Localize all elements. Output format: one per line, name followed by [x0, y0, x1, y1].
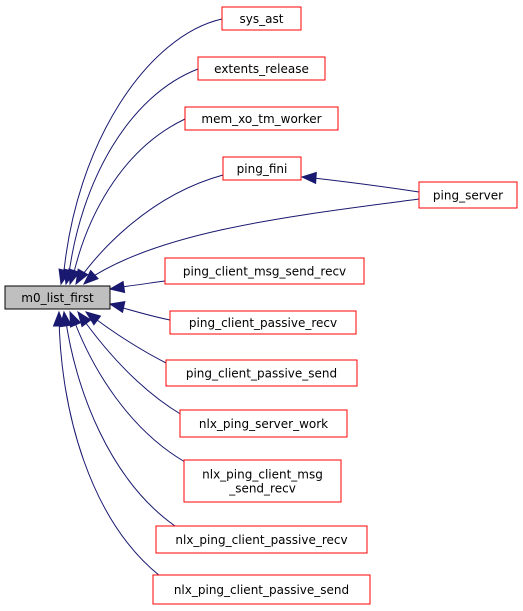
node-box: [4, 285, 111, 310]
node-ping-client-msg-send-recv[interactable]: ping_client_msg_send_recv: [164, 257, 365, 285]
node-label: mem_xo_tm_worker: [201, 112, 321, 126]
node-label: ping_fini: [237, 162, 288, 176]
edge-line: [64, 314, 176, 527]
node-box: [164, 257, 365, 285]
node-label: ping_client_passive_send: [186, 367, 337, 381]
node-label: ping_server: [433, 189, 503, 203]
arrowhead-icon: [75, 268, 89, 286]
edge-ping-server-to-m0-list-first: [82, 198, 420, 285]
node-label: ping_client_msg_send_recv: [183, 265, 346, 279]
arrowhead-icon: [108, 280, 126, 294]
node-box: [221, 6, 302, 31]
node-ping-fini[interactable]: ping_fini: [222, 156, 302, 181]
node-box: [165, 359, 358, 387]
edge-line: [304, 176, 420, 193]
edge-ping-client-msg-send-recv-to-m0-list-first: [108, 280, 166, 294]
node-label: _send_recv: [228, 482, 296, 496]
arrowhead-icon: [69, 310, 82, 328]
node-box: [197, 56, 326, 81]
call-graph-edges: [52, 18, 420, 577]
edge-nlx-ping-client-msg-send-recv-to-m0-list-first: [69, 310, 186, 463]
node-extents-release[interactable]: extents_release: [197, 56, 326, 81]
edge-ping-client-passive-recv-to-m0-list-first: [108, 300, 171, 321]
arrowhead-icon: [300, 171, 317, 185]
node-box: [183, 459, 342, 503]
node-box: [184, 106, 339, 131]
edge-line: [62, 18, 223, 282]
arrowhead-icon: [108, 300, 126, 314]
node-ping-client-passive-send[interactable]: ping_client_passive_send: [165, 359, 358, 387]
edge-line: [71, 314, 186, 463]
node-ping-client-passive-recv[interactable]: ping_client_passive_recv: [169, 310, 357, 335]
node-mem-xo-tm-worker[interactable]: mem_xo_tm_worker: [184, 106, 339, 131]
arrowhead-icon: [52, 310, 66, 327]
edge-ping-client-passive-send-to-m0-list-first: [84, 311, 171, 366]
node-label: extents_release: [214, 62, 309, 76]
edge-line: [85, 198, 420, 282]
arrowhead-icon: [68, 268, 81, 286]
node-label: sys_ast: [240, 12, 284, 26]
node-nlx-ping-client-passive-recv[interactable]: nlx_ping_client_passive_recv: [155, 525, 368, 554]
node-sys-ast[interactable]: sys_ast: [221, 6, 302, 31]
node-label: ping_client_passive_recv: [189, 316, 337, 330]
node-box: [155, 525, 368, 554]
node-box: [169, 310, 357, 335]
edge-nlx-ping-client-passive-send-to-m0-list-first: [52, 310, 161, 577]
edge-line: [67, 68, 199, 282]
edge-ping-fini-to-m0-list-first: [75, 174, 224, 286]
arrowhead-icon: [82, 269, 99, 285]
edge-nlx-ping-client-passive-recv-to-m0-list-first: [59, 310, 176, 527]
node-box: [179, 409, 348, 438]
node-ping-server[interactable]: ping_server: [418, 181, 518, 209]
node-box: [222, 156, 302, 181]
edge-line: [58, 314, 161, 577]
node-label: nlx_ping_client_passive_recv: [175, 533, 347, 547]
node-nlx-ping-client-msg-send-recv[interactable]: nlx_ping_client_msg_send_recv: [183, 459, 342, 503]
edge-line: [88, 313, 171, 366]
node-label: nlx_ping_client_passive_send: [174, 583, 349, 597]
node-box: [152, 574, 371, 605]
edge-line: [71, 118, 186, 282]
node-label: nlx_ping_client_msg: [202, 468, 323, 482]
node-m0-list-first[interactable]: m0_list_first: [4, 285, 111, 310]
edge-ping-server-to-ping-fini: [300, 171, 420, 193]
call-graph-nodes: m0_list_first sys_ast extents_release mem_x…: [4, 6, 518, 605]
node-nlx-ping-client-passive-send[interactable]: nlx_ping_client_passive_send: [152, 574, 371, 605]
node-box: [418, 181, 518, 209]
edge-extents-release-to-m0-list-first: [63, 68, 199, 286]
edge-line: [79, 314, 183, 416]
node-nlx-ping-server-work[interactable]: nlx_ping_server_work: [179, 409, 348, 438]
arrowhead-icon: [84, 311, 102, 326]
edge-mem-xo-tm-worker-to-m0-list-first: [68, 118, 186, 286]
node-label: m0_list_first: [21, 291, 94, 305]
edge-line: [77, 174, 224, 282]
node-label: nlx_ping_server_work: [199, 417, 328, 431]
